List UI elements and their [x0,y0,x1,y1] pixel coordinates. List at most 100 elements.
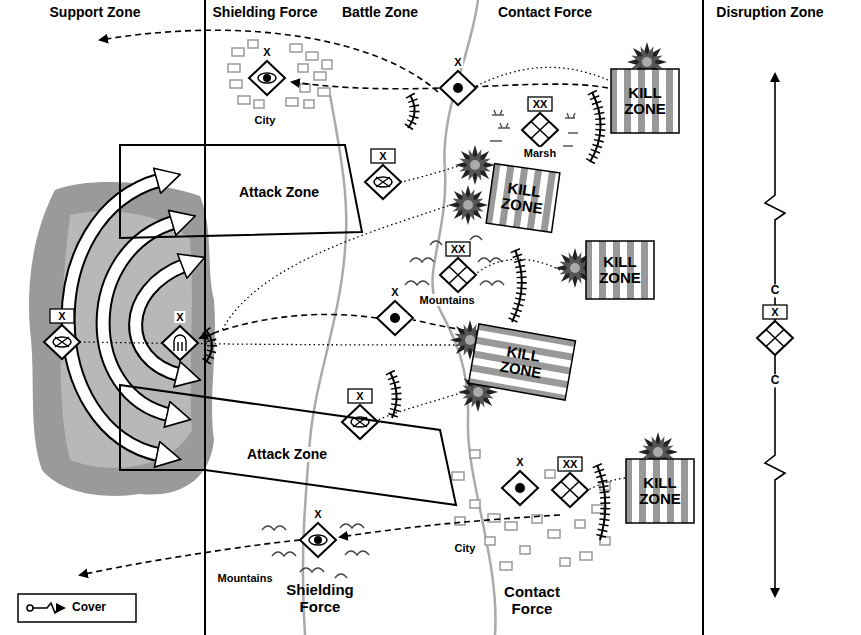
illustration-part [446,183,490,227]
echelon-boxes [50,97,787,471]
illustration-part [322,60,332,69]
illustration-part [264,75,270,81]
illustration-part [470,500,480,508]
illustration-part [548,530,560,538]
illustration-part [174,335,186,351]
legend-text: Cover [72,601,106,614]
echelon-marker: X [377,150,388,162]
illustration-part [376,177,390,187]
illustration-part [309,535,327,545]
terrain-label: City [453,542,478,554]
illustration-part [453,143,497,187]
echelon-marker: X [452,56,463,68]
illustration-part [18,594,136,622]
illustration-part [440,258,476,292]
legend-box [18,594,136,622]
illustration-part [452,472,464,480]
zone-heading: Contact Force [496,5,594,20]
illustration-part [304,100,314,108]
illustration-part [558,457,582,471]
illustration-part [470,450,480,458]
illustration-part [390,372,397,418]
illustration-part [27,605,33,611]
marsh [490,110,578,146]
zone-heading: Disruption Zone [714,5,825,20]
zone-heading: Support Zone [48,5,143,20]
illustration-part [230,80,242,88]
illustration-part [365,165,401,199]
illustration-part [162,326,198,360]
illustration-part [522,113,558,147]
illustration-part [286,98,298,106]
illustration-part [512,250,522,322]
zone-label: Attack Zone [237,185,321,200]
illustration-part [702,0,704,635]
fire-lines [80,67,625,490]
illustration-part [348,389,372,403]
illustration-part [763,305,787,319]
illustration-part [342,405,378,439]
illustration-part [300,523,336,557]
illustration-part [371,149,395,163]
kill-zone-fill [626,459,694,523]
illustration-part [432,0,495,635]
illustration-part [515,483,525,493]
illustration-part [545,470,555,478]
force-label: Contact Force [494,584,570,617]
illustration-part [55,337,69,347]
kill-zone-label: KILL ZONE [589,254,651,286]
illustration-part [390,313,400,323]
kill-zone: KILL ZONE [625,458,695,524]
kill-zone-label: KILL ZONE [614,85,676,117]
attack-zone-border [120,385,456,505]
illustration-part [228,64,240,72]
illustration-part [29,182,215,496]
illustration-part [561,482,579,499]
illustration-part [33,603,64,613]
illustration-part [232,48,244,56]
illustration-part [440,71,476,105]
illustration-part [204,0,206,635]
illustration-part [401,165,462,182]
illustration-part [374,177,392,187]
illustration-part [377,301,413,335]
illustration-part [258,73,276,83]
illustration-part [590,92,601,162]
illustration-part [505,522,517,530]
counterattack-arrows [68,180,185,455]
fire-bursts [446,40,680,474]
illustration-part [206,330,212,362]
illustration-part [306,52,318,60]
echelon-marker: XX [561,458,580,470]
illustration-part [200,314,377,338]
illustration-part [290,44,302,52]
kill-zone-label: KILL ZONE [629,475,691,507]
illustration-part [446,242,470,256]
illustration-part [315,537,321,543]
terrain-label: City [253,114,278,126]
terrain-label: Mountains [216,572,275,584]
illustration-part [300,84,310,92]
illustration-part [528,97,552,111]
illustration-part [44,325,80,359]
illustration-part [575,520,585,528]
illustration-part [502,471,538,505]
control-measure-letter: C [769,374,782,387]
terrain-label: Mountains [418,294,477,306]
illustration-part [262,524,369,578]
illustration-part [440,258,476,292]
defensive-positions [206,92,605,540]
illustration-part [44,325,80,359]
illustration-part [408,95,415,128]
illustration-part [502,471,538,505]
illustration-part [50,309,74,323]
zone-label: Attack Zone [245,447,329,462]
echelon-marker: X [389,286,400,298]
cover-arrows [80,30,608,575]
illustration-part [512,250,522,322]
echelon-marker: X [56,310,67,322]
illustration-part [222,200,465,330]
unit-symbols [44,61,793,557]
illustration-part [552,473,588,507]
